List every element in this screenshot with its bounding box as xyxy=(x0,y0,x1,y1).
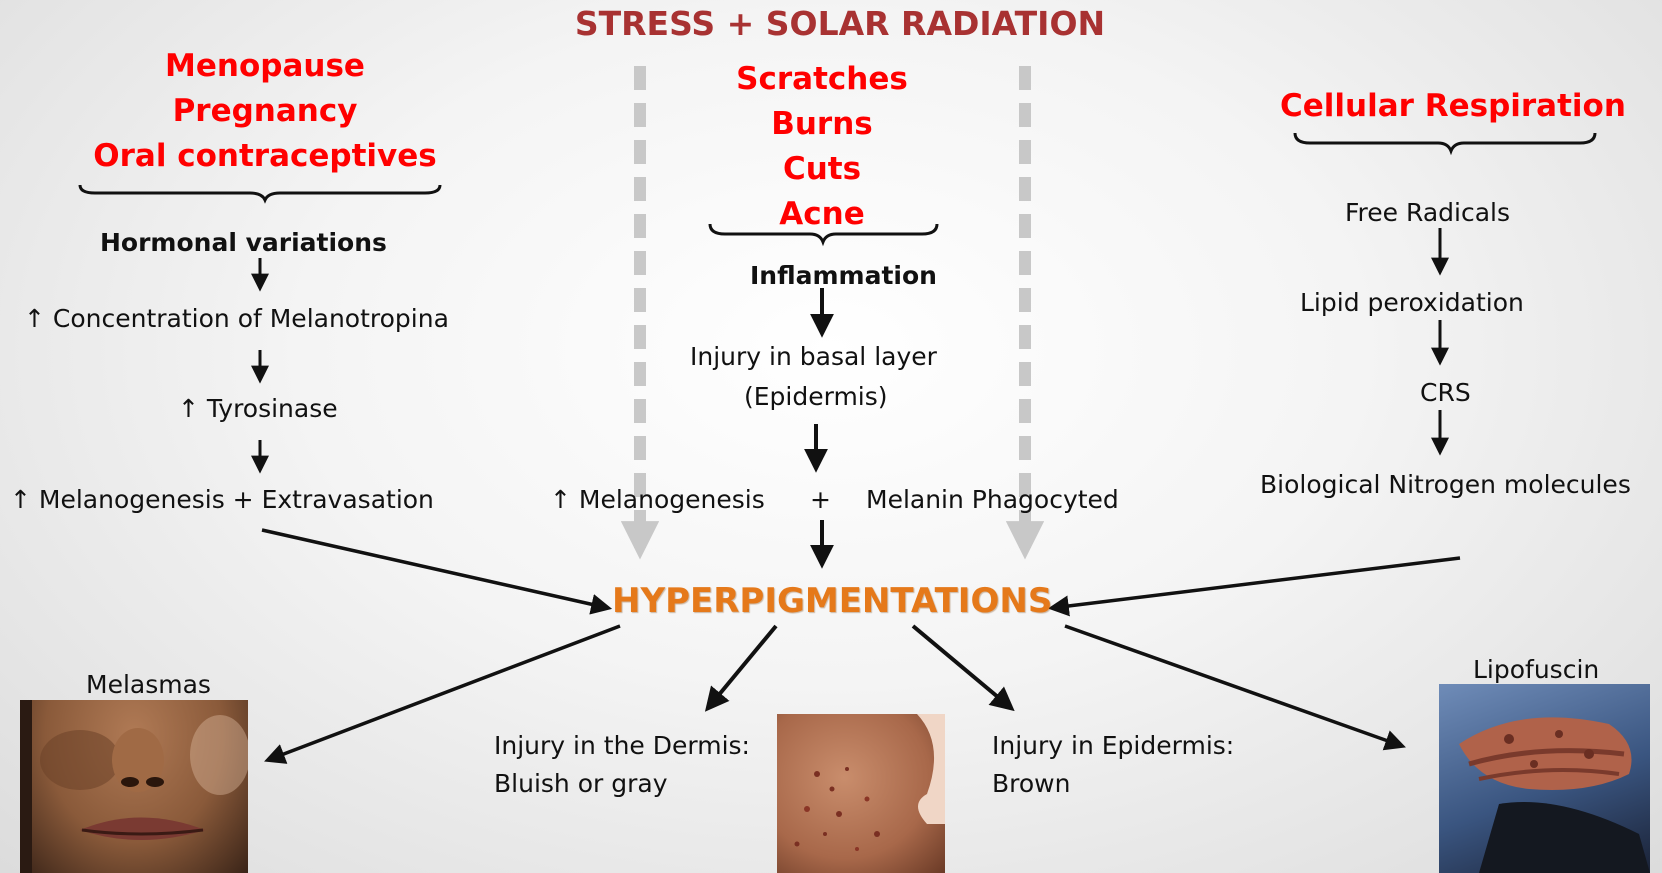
left-step-melanogenesis: ↑ Melanogenesis + Extravasation xyxy=(10,485,434,514)
lipofuscin-hand-photo xyxy=(1439,684,1650,873)
left-step-tyrosinase: ↑ Tyrosinase xyxy=(178,394,338,423)
left-brace xyxy=(80,185,440,200)
arrow-center-to-dermis xyxy=(708,626,776,708)
middle-cause-4: Acne xyxy=(672,196,972,232)
outcome-lipofuscin-label: Lipofuscin xyxy=(1473,655,1599,684)
arrow-left-to-center xyxy=(262,530,608,608)
left-step-hormonal: Hormonal variations xyxy=(100,228,387,257)
right-step-free-radicals: Free Radicals xyxy=(1345,198,1510,227)
acne-skin-photo xyxy=(777,714,945,873)
middle-step-inflammation: Inflammation xyxy=(750,261,937,290)
arrow-center-to-epidermis xyxy=(913,626,1011,708)
outcome-dermis-line2: Bluish or gray xyxy=(494,769,668,798)
arrow-right-to-center xyxy=(1052,558,1460,608)
diagram-title: STRESS + SOLAR RADIATION xyxy=(530,4,1150,43)
middle-cause-2: Burns xyxy=(672,106,972,142)
outcome-epidermis-line1: Injury in Epidermis: xyxy=(992,731,1234,760)
melasma-face-photo xyxy=(20,700,248,873)
middle-step-phagocyted: Melanin Phagocyted xyxy=(866,485,1119,514)
middle-step-melanogenesis: ↑ Melanogenesis xyxy=(550,485,765,514)
outcome-dermis-line1: Injury in the Dermis: xyxy=(494,731,750,760)
middle-cause-3: Cuts xyxy=(672,151,972,187)
middle-step-epidermis: (Epidermis) xyxy=(744,382,888,411)
right-step-crs: CRS xyxy=(1420,378,1471,407)
middle-step-plus: + xyxy=(810,485,831,514)
left-cause-1: Menopause xyxy=(90,48,440,84)
right-step-lipid: Lipid peroxidation xyxy=(1300,288,1524,317)
middle-step-basal-layer: Injury in basal layer xyxy=(690,342,937,371)
right-cause: Cellular Respiration xyxy=(1280,88,1620,124)
center-node-hyperpigmentations: HYPERPIGMENTATIONS xyxy=(612,581,1052,621)
right-brace xyxy=(1295,133,1595,151)
left-cause-2: Pregnancy xyxy=(90,93,440,129)
arrow-center-to-lipofuscin xyxy=(1065,626,1402,746)
right-step-nitrogen: Biological Nitrogen molecules xyxy=(1260,470,1631,499)
outcome-epidermis-line2: Brown xyxy=(992,769,1070,798)
outcome-melasmas-label: Melasmas xyxy=(86,670,211,699)
left-cause-3: Oral contraceptives xyxy=(90,138,440,174)
left-step-melanotropina: ↑ Concentration of Melanotropina xyxy=(24,304,449,333)
middle-cause-1: Scratches xyxy=(672,61,972,97)
